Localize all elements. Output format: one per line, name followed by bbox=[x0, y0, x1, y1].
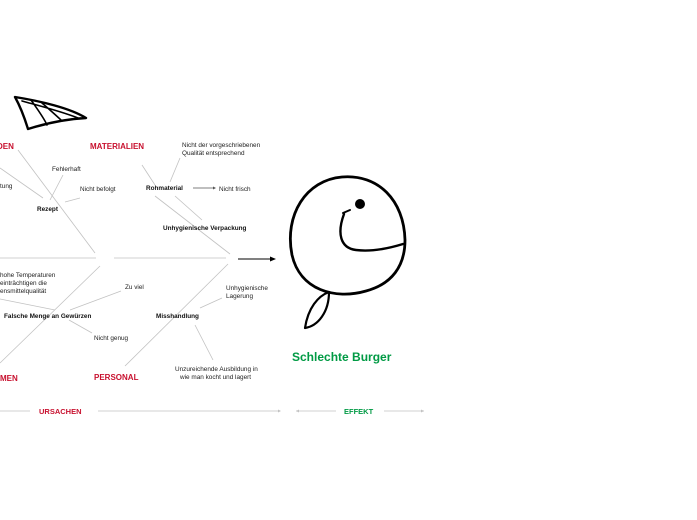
spine bbox=[0, 256, 276, 262]
cause-qualitaet-2: Qualität entsprechend bbox=[182, 150, 245, 157]
cause-temperatur-2: einträchtigen die bbox=[0, 280, 47, 287]
cause-nicht-frisch: Nicht frisch bbox=[219, 186, 251, 193]
category-umwelt: MEN bbox=[0, 374, 18, 383]
cause-lagerung-1: Unhygienische bbox=[226, 285, 268, 292]
cause-zu-viel: Zu viel bbox=[125, 284, 144, 291]
effect-title: Schlechte Burger bbox=[292, 350, 392, 364]
category-methoden: DEN bbox=[0, 142, 14, 151]
footer-effect-label: EFFEKT bbox=[344, 407, 374, 416]
cause-misshandlung: Misshandlung bbox=[156, 313, 199, 320]
cause-temperatur-3: ensmittelqualität bbox=[0, 288, 46, 295]
footer-causes-label: URSACHEN bbox=[39, 407, 82, 416]
sub-bones bbox=[0, 157, 223, 361]
category-personal: PERSONAL bbox=[94, 373, 139, 382]
fish-gill-fin-icon bbox=[303, 290, 331, 330]
cause-lagerung-2: Lagerung bbox=[226, 293, 253, 300]
fish-eye-icon bbox=[355, 199, 365, 209]
cause-nicht-befolgt: Nicht befolgt bbox=[80, 186, 116, 193]
cause-rezept: Rezept bbox=[37, 206, 59, 213]
primary-bones bbox=[0, 149, 231, 367]
cause-ausbildung-1: Unzureichende Ausbildung in bbox=[175, 366, 258, 373]
arrow-head-icon bbox=[270, 256, 276, 262]
cause-tung: tung bbox=[0, 183, 13, 190]
cause-qualitaet-1: Nicht der vorgeschriebenen bbox=[182, 142, 261, 149]
cause-nicht-genug: Nicht genug bbox=[94, 335, 129, 342]
cause-verpackung: Unhygienische Verpackung bbox=[163, 225, 247, 232]
fish-head-icon bbox=[289, 175, 407, 330]
cause-fehlerhaft: Fehlerhaft bbox=[52, 166, 81, 173]
cause-ausbildung-2: wie man kocht und lagert bbox=[179, 374, 251, 381]
category-materialien: MATERIALIEN bbox=[90, 142, 144, 151]
fish-fin-icon bbox=[13, 95, 88, 131]
cause-rohmaterial: Rohmaterial bbox=[146, 185, 183, 192]
cause-gewuerze: Falsche Menge an Gewürzen bbox=[4, 313, 91, 320]
footer: URSACHEN EFFEKT bbox=[0, 407, 424, 416]
cause-temperatur-1: hohe Temperaturen bbox=[0, 272, 56, 279]
